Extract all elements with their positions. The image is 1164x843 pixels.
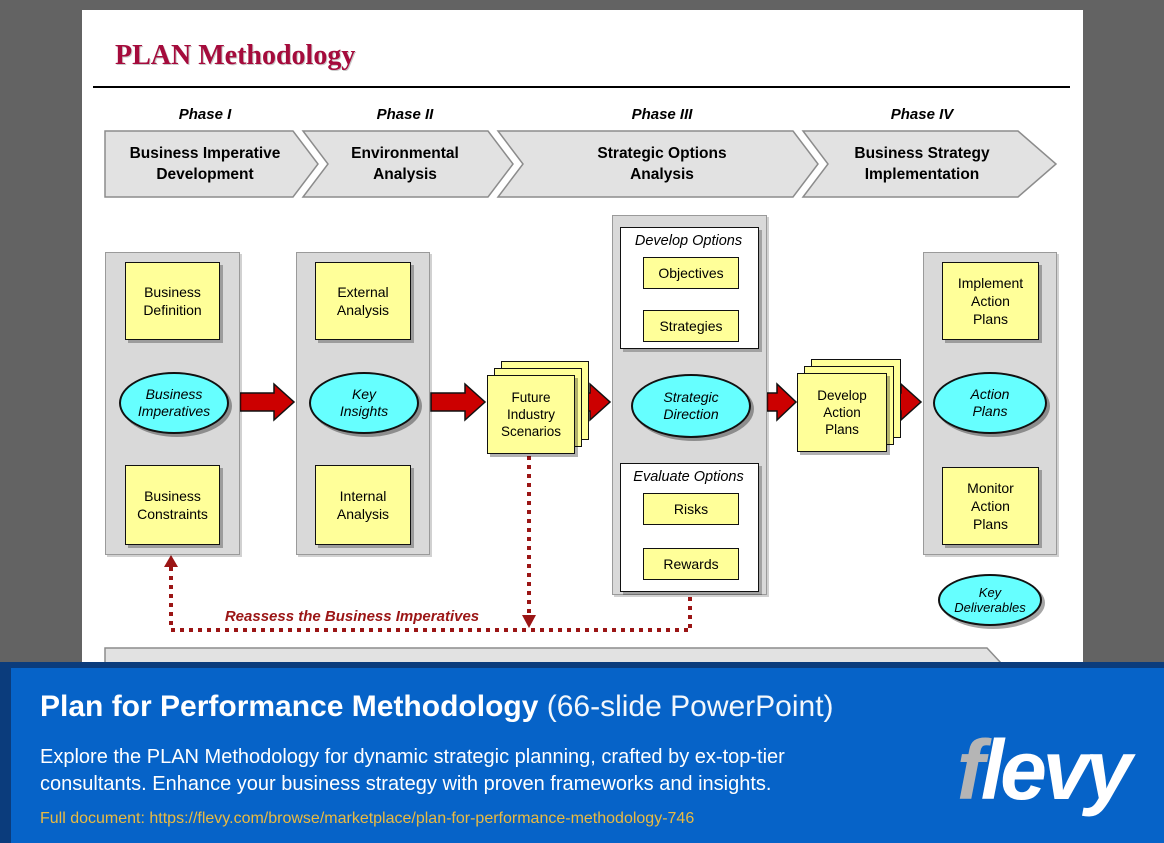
dotted-arrowhead-up-icon [164, 555, 178, 567]
rewards-box: Rewards [643, 548, 739, 580]
flow-arrow-right-icon [239, 382, 296, 422]
monitor-action-plans-box: Monitor Action Plans [942, 467, 1039, 545]
phase3-chevron [496, 130, 819, 198]
business-imperatives-ellipse: Business Imperatives [119, 372, 229, 434]
bottom-band-partial [104, 647, 1003, 663]
full-document-link[interactable]: Full document: https://flevy.com/browse/… [40, 810, 695, 827]
flow-arrow-right-icon [766, 382, 798, 422]
dotted-arrowhead-down-icon [522, 615, 536, 628]
footer-banner [0, 668, 1164, 843]
phase4-title: Business Strategy Implementation [854, 145, 990, 183]
action-plans-ellipse: Action Plans [933, 372, 1047, 434]
future-industry-scenarios-stack: Future Industry Scenarios [487, 375, 575, 454]
slide-canvas: PLAN Methodology Phase I Phase II Phase … [82, 10, 1083, 663]
develop-options-title: Develop Options [634, 233, 743, 249]
phase3-title: Strategic Options Analysis [597, 145, 727, 183]
footer-navy-strip [0, 662, 1164, 668]
phase2-label: Phase II [376, 106, 434, 123]
phase1-title: Business Imperative Development [129, 145, 281, 183]
objectives-box: Objectives [643, 257, 739, 289]
phase3-label: Phase III [631, 106, 693, 123]
reassess-caption: Reassess the Business Imperatives [224, 608, 480, 625]
footer-title-bold: Plan for Performance Methodology [40, 690, 539, 723]
footer-title: Plan for Performance Methodology (66-sli… [40, 690, 834, 724]
phase2-title: Environmental Analysis [351, 145, 459, 183]
slide-title: PLAN Methodology [115, 40, 356, 71]
risks-box: Risks [643, 493, 739, 525]
footer-description: Explore the PLAN Methodology for dynamic… [40, 746, 785, 795]
footer-left-bar [0, 662, 11, 843]
phase1-chevron [104, 130, 319, 198]
footer-title-suffix: (66-slide PowerPoint) [538, 690, 834, 723]
develop-action-plans-stack: Develop Action Plans [797, 373, 887, 452]
key-deliverables-ellipse: Key Deliverables [938, 574, 1042, 626]
phase4-label: Phase IV [890, 106, 954, 123]
business-definition-box: Business Definition [125, 262, 220, 340]
external-analysis-box: External Analysis [315, 262, 411, 340]
strategic-direction-ellipse: Strategic Direction [631, 374, 751, 438]
flow-arrow-right-icon [430, 382, 487, 422]
internal-analysis-box: Internal Analysis [315, 465, 411, 545]
business-constraints-box: Business Constraints [125, 465, 220, 545]
evaluate-options-title: Evaluate Options [633, 469, 744, 485]
title-divider [93, 86, 1070, 88]
phase1-label: Phase I [178, 106, 232, 123]
implement-action-plans-box: Implement Action Plans [942, 262, 1039, 340]
flevy-logo-f: f [956, 723, 985, 817]
flevy-logo: flevy [930, 720, 1155, 820]
phase4-chevron [801, 130, 1058, 198]
strategies-box: Strategies [643, 310, 739, 342]
flevy-logo-levy: levy [980, 723, 1132, 817]
diagram-shapes-layer [104, 130, 1058, 663]
phase2-chevron [301, 130, 514, 198]
key-insights-ellipse: Key Insights [309, 372, 419, 434]
